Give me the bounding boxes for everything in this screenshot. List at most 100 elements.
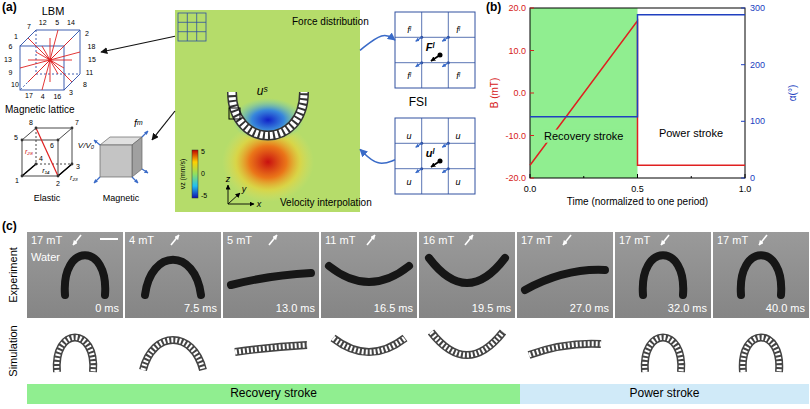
fluid-field	[228, 193, 240, 204]
fluid-field	[178, 13, 206, 41]
experiment-photos	[329, 266, 409, 282]
fluid-field	[229, 108, 240, 119]
elastic-cube	[57, 175, 60, 178]
force-grid	[416, 37, 422, 41]
edge-label: Force distribution	[292, 16, 369, 28]
frame-annotation: 32.0 ms	[668, 302, 707, 315]
fluid-field	[175, 10, 360, 212]
recovery-phase: Recovery stroke	[530, 8, 638, 178]
elastic-cube	[36, 128, 58, 176]
simulation-snapshots	[235, 345, 307, 352]
axis-tick: 300	[750, 3, 765, 13]
elastic-cube	[21, 175, 24, 178]
coupling-arrow	[152, 111, 175, 140]
frame-annotation: 5 mT	[227, 234, 252, 247]
field-angle-chart	[530, 8, 534, 178]
velocity-grid	[442, 169, 448, 173]
frame-annotation: 27.0 ms	[570, 302, 609, 315]
force-grid	[420, 36, 450, 64]
velocity-grid: uˡuuuu	[395, 118, 475, 194]
force-grid	[416, 63, 422, 67]
velocity-grid	[442, 143, 448, 147]
axis-name: y	[242, 184, 247, 194]
experiment-photos	[615, 232, 711, 318]
frame-annotation: 13.0 ms	[276, 302, 315, 315]
velocity-index: 5	[55, 19, 59, 27]
simulation-snapshots	[529, 344, 601, 355]
velocity-grid	[431, 161, 440, 167]
simulation-snapshots	[743, 338, 780, 373]
axis-title: α(°)	[787, 85, 799, 101]
colorbar-tick: 5	[201, 148, 205, 156]
coupling-label: FSI	[409, 96, 428, 110]
experiment-photos	[223, 232, 319, 318]
phase-label: Power stroke	[659, 127, 723, 140]
experiment-photos	[759, 235, 767, 245]
axis-tick: 1.0	[739, 184, 752, 194]
field-angle-chart	[741, 8, 745, 178]
vertex-index: 4	[39, 155, 43, 163]
velocity-index: 9	[9, 69, 13, 77]
vertex-index: 6	[50, 142, 54, 150]
bond-label: r₂₈	[25, 148, 33, 156]
velocity-index: 13	[4, 56, 12, 64]
simulation-snapshots	[57, 332, 780, 372]
node-text: fˡ	[407, 25, 410, 35]
velocity-grid	[420, 142, 450, 170]
fluid-field	[232, 92, 304, 136]
edge-label: Velocity interpolation	[280, 197, 372, 209]
lbm-lattice-figure	[20, 30, 80, 90]
lbm-lattice-figure	[20, 30, 80, 90]
colorbar-tick: -5	[201, 192, 207, 200]
magnetic-cube	[142, 169, 148, 173]
experiment-photos	[321, 232, 417, 318]
simulation-snapshots	[645, 338, 682, 373]
velocity-index: 17	[25, 92, 33, 100]
vertex-index: 5	[14, 134, 18, 142]
frame-annotation: 16 mT	[423, 234, 454, 247]
magnetic-cube	[132, 137, 142, 177]
experiment-frame: 5 mT 13.0 ms	[223, 232, 319, 318]
experiment-photos	[419, 232, 515, 318]
experiment-photos	[100, 238, 118, 240]
experiment-frame: 4 mT7.5 ms	[125, 232, 221, 318]
simulation-snapshots	[57, 332, 780, 372]
velocity-index: 8	[83, 81, 87, 89]
fluid-field	[175, 10, 360, 212]
colorbar-tick: 0	[201, 170, 205, 178]
magnetic-cube	[94, 131, 148, 183]
node-text: Recovery stroke	[542, 130, 625, 143]
axis-tick: -10.0	[505, 130, 526, 140]
magnetic-cube	[142, 131, 148, 137]
fluid-domain: uˢ	[175, 10, 360, 212]
node-text: uˡ	[426, 147, 435, 160]
lbm-lattice-figure	[20, 30, 80, 90]
node-text: uˢ	[257, 85, 268, 99]
magnetic-cube	[100, 145, 132, 177]
experiment-frame: 17 mT32.0 ms	[615, 232, 711, 318]
force-symbol: fᵐ	[134, 118, 142, 130]
magnetic-cube	[94, 140, 100, 145]
frame-annotation: 17 mT	[717, 234, 748, 247]
velocity-index: 16	[53, 93, 61, 101]
simulation-snapshots	[143, 340, 203, 370]
row-label: Experiment	[7, 247, 20, 303]
row-label: Simulation	[7, 325, 20, 376]
frame-annotation: 4 mT	[129, 234, 154, 247]
velocity-index: 12	[39, 19, 47, 27]
field-angle-chart	[530, 8, 745, 178]
velocity-index: 4	[41, 93, 45, 101]
vertex-index: 1	[15, 177, 19, 185]
axis-title: Time (normalized to one period)	[567, 196, 708, 208]
force-grid	[431, 55, 440, 61]
experiment-photos	[661, 235, 669, 245]
experiment-photos	[65, 255, 781, 295]
velocity-index: 10	[11, 81, 19, 89]
panel-letter: (b)	[486, 1, 501, 15]
experiment-photos	[741, 255, 781, 295]
stroke-band: Recovery stroke	[27, 384, 520, 404]
elastic-cube	[21, 139, 24, 142]
frame-annotation: 17 mT	[521, 234, 552, 247]
bond-label: r₁₄	[42, 167, 49, 175]
elastic-cube	[22, 128, 72, 176]
